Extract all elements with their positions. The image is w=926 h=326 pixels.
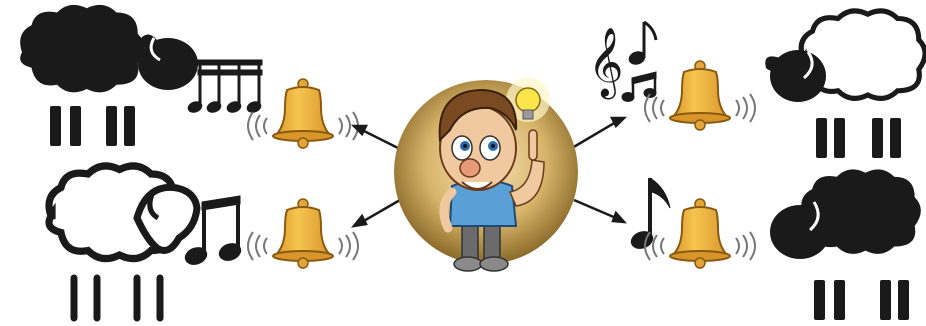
bell-icon [645,61,755,130]
cartoon-man-with-idea [394,78,578,271]
black-sheep-top-left [20,5,198,146]
sixteenth-notes-icon [187,60,263,114]
white-sheep-top-right [765,11,925,158]
eighth-note-icon [629,178,670,251]
treble-clef-notes-icon: 𝄞 [588,22,656,102]
white-sheep-bottom-left [49,166,197,318]
bell-icon [248,199,358,268]
black-sheep-bottom-right [770,169,921,320]
svg-text:𝄞: 𝄞 [588,27,623,99]
bell-icon [248,79,358,148]
bell-icon [645,199,755,268]
